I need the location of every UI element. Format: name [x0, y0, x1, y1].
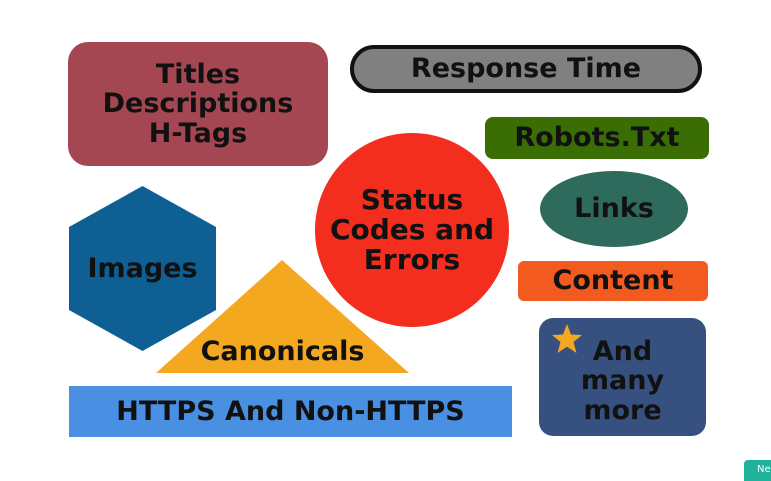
response-time-pill: Response Time — [350, 45, 702, 93]
status-line: Status — [360, 182, 464, 216]
and-many-more-box: And many more — [539, 318, 706, 436]
next-button[interactable]: Ne — [744, 460, 771, 481]
titles-descriptions-htags-box: Titles Descriptions H-Tags — [68, 42, 328, 166]
https-label: HTTPS And Non-HTTPS — [116, 395, 465, 427]
errors-line: Errors — [363, 243, 461, 277]
codes-and-line: Codes and — [329, 212, 495, 246]
more-line: more — [583, 394, 662, 426]
images-label: Images — [87, 252, 198, 284]
status-codes-label: Status Codes and Errors — [315, 133, 509, 327]
htags-line: H-Tags — [148, 117, 248, 149]
links-label: Links — [574, 193, 654, 225]
canonicals-label: Canonicals — [200, 336, 365, 368]
links-ellipse: Links — [540, 171, 688, 247]
titles-line: Titles — [155, 59, 241, 91]
and-many-more-label: And many more — [539, 322, 706, 440]
images-hexagon — [69, 186, 216, 351]
and-line: And — [592, 336, 653, 368]
descriptions-line: Descriptions — [102, 88, 294, 120]
response-time-label: Response Time — [410, 53, 642, 85]
canonicals-triangle — [156, 260, 409, 373]
robots-txt-box: Robots.Txt — [485, 117, 709, 159]
https-bar: HTTPS And Non-HTTPS — [69, 386, 512, 437]
next-button-label: Ne — [757, 464, 771, 476]
many-line: many — [580, 365, 665, 397]
content-box: Content — [518, 261, 708, 301]
robots-txt-label: Robots.Txt — [514, 122, 680, 154]
content-label: Content — [552, 265, 674, 297]
status-codes-circle: Status Codes and Errors — [315, 133, 509, 327]
star-icon — [552, 324, 582, 353]
titles-box-label: Titles Descriptions H-Tags — [68, 42, 328, 166]
